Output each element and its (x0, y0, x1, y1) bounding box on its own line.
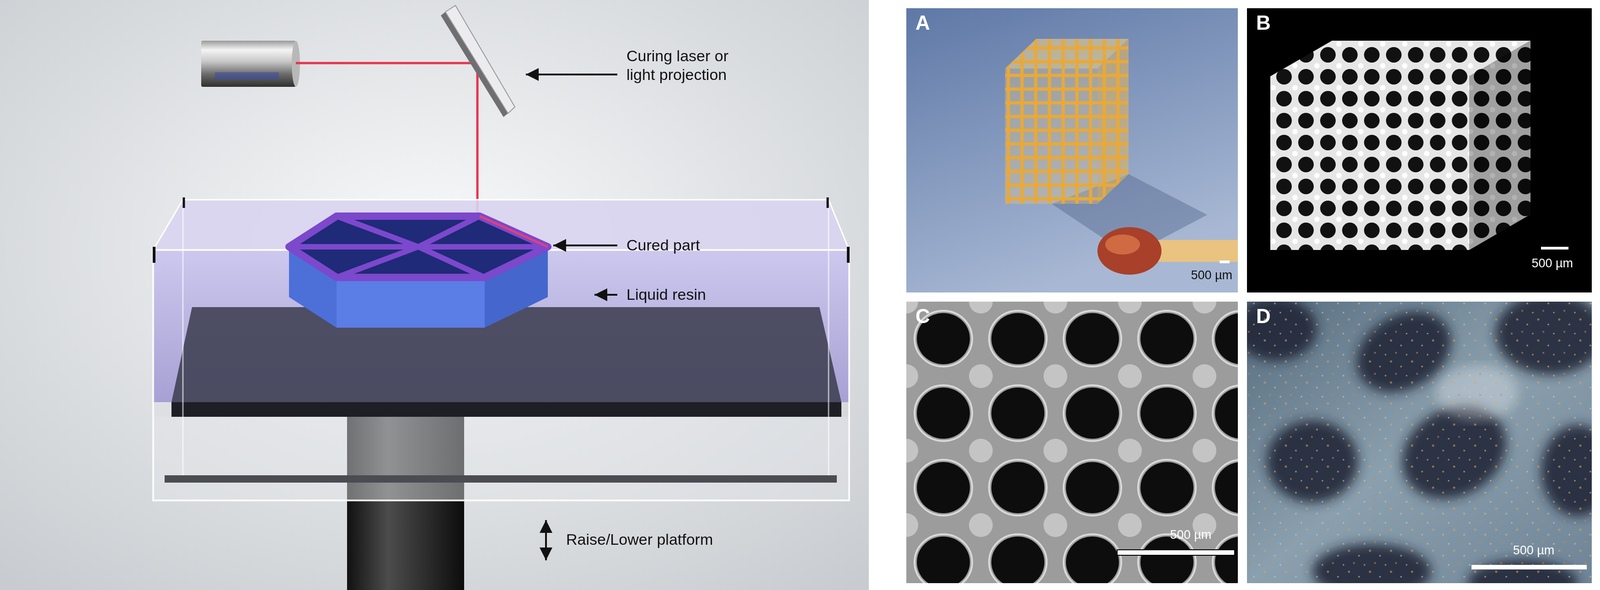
double-arrow (545, 520, 547, 561)
leader-arrow (525, 73, 618, 76)
mirror-edge (440, 11, 509, 118)
part-top (288, 216, 548, 278)
spoke (288, 244, 419, 250)
cube-side (1469, 40, 1531, 251)
cube-front (1270, 76, 1470, 251)
scale-label: 500 µm (1190, 267, 1233, 283)
tank-corner (826, 197, 830, 209)
sem-panel (906, 301, 1238, 584)
sla-illustration (0, 0, 869, 590)
micrograph-panel (1246, 301, 1592, 584)
callout-label: Liquid resin (626, 285, 707, 305)
tank-corner (846, 246, 850, 263)
cube-side-shade (1469, 40, 1531, 251)
spoke (336, 216, 419, 247)
backdrop (0, 0, 869, 590)
render-panel: B 500 µm (1246, 8, 1592, 293)
part-highlight (479, 216, 548, 247)
panel-letter: D (1256, 304, 1271, 329)
scale-label: 500 µm (1513, 543, 1555, 558)
sem-lattice (906, 301, 1238, 584)
callout-label: Cured part (626, 235, 701, 255)
part-side (336, 277, 485, 328)
laser-beam (295, 63, 478, 216)
laser-body (201, 40, 296, 87)
mirror (445, 5, 515, 114)
tank-corner (152, 246, 156, 263)
scale-bar (1219, 260, 1230, 264)
part-spokes (288, 216, 548, 278)
spoke (418, 246, 485, 278)
cube-side (1097, 38, 1129, 204)
dark-pores (1246, 301, 1592, 584)
glass-edge (182, 199, 184, 476)
panel-ground (1246, 301, 1592, 584)
spoke (336, 246, 419, 278)
leader-arrow (594, 294, 618, 296)
sem-panel: C 500 µm (906, 301, 1238, 584)
cube-front (1005, 68, 1098, 204)
scale-label: 500 µm (1531, 256, 1574, 271)
glass-edge (828, 199, 830, 476)
panel-letter: B (1256, 10, 1271, 36)
speckle (1246, 301, 1592, 584)
photo-panel (906, 8, 1238, 293)
scale-bar (1117, 550, 1235, 556)
tank-corner (182, 197, 186, 209)
panel-letter: C (915, 304, 931, 329)
spoke (418, 216, 480, 247)
scale-bar (1541, 246, 1569, 250)
spoke (418, 244, 548, 250)
tank-bottom (164, 475, 837, 483)
match-head-light (1105, 234, 1140, 255)
tank-lower-glass (153, 417, 850, 501)
cube-side (1097, 38, 1129, 204)
laser-reflection (214, 72, 279, 80)
callout-label: Curing laser or light projection (626, 46, 755, 85)
panel-ground (1246, 8, 1592, 293)
leader-arrow (553, 244, 618, 247)
scale-label: 500 µm (1170, 527, 1212, 543)
micrograph-panel: D 500 µm (1246, 301, 1592, 584)
scale-bar (1471, 565, 1587, 570)
panel-letter: A (915, 10, 931, 36)
platform-top (171, 307, 842, 403)
match-head (1097, 227, 1162, 275)
platform-edge (171, 402, 842, 418)
callout-label: Raise/Lower platform (566, 530, 713, 550)
render-panel (1246, 8, 1592, 293)
photo-panel: A 500 µm (906, 8, 1238, 293)
